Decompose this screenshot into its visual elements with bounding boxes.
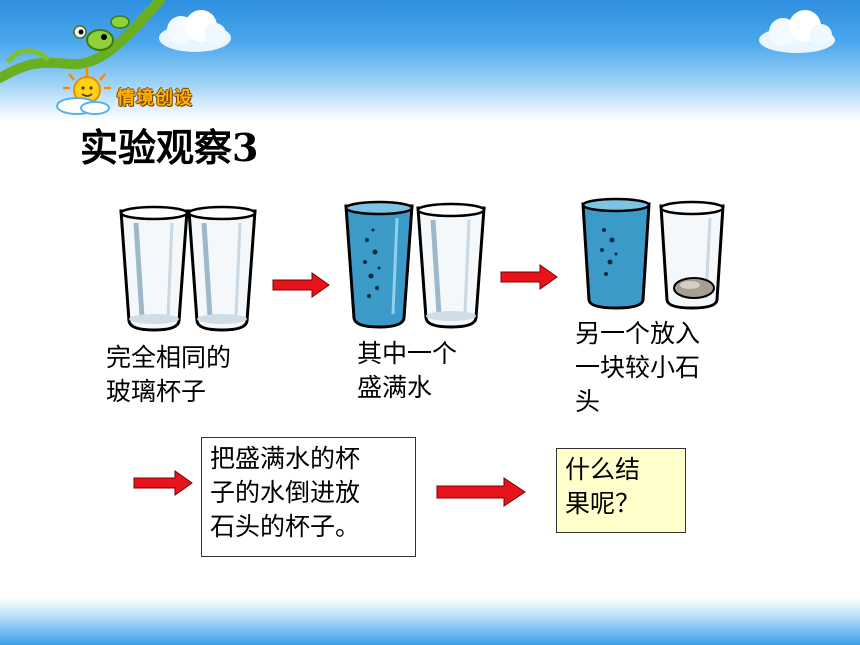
cloud-icon	[759, 10, 835, 53]
section-badge: 情境创设	[117, 88, 193, 109]
arrow-right-icon	[500, 264, 558, 290]
full-and-empty-glass-illustration	[344, 200, 486, 329]
step3-caption: 另一个放入 一块较小石 头	[575, 319, 701, 416]
arrow-right-icon	[133, 470, 193, 496]
question-box: 什么结 果呢？	[556, 448, 686, 533]
arrow-right-icon	[272, 272, 330, 298]
empty-glass-illustration	[119, 205, 257, 332]
page-title: 实验观察3	[80, 125, 259, 170]
step1-caption: 完全相同的 玻璃杯子	[106, 343, 232, 406]
footer-sky-band	[0, 598, 860, 645]
sun-cloud-icon	[56, 68, 111, 115]
vine-frog-decoration	[0, 0, 165, 83]
cloud-icon	[159, 10, 231, 52]
step4-instruction-box: 把盛满水的杯 子的水倒进放 石头的杯子。	[201, 437, 416, 557]
arrow-right-icon	[436, 477, 526, 507]
full-and-stone-glass-illustration	[581, 197, 725, 310]
step2-caption: 其中一个 盛满水	[357, 339, 458, 402]
